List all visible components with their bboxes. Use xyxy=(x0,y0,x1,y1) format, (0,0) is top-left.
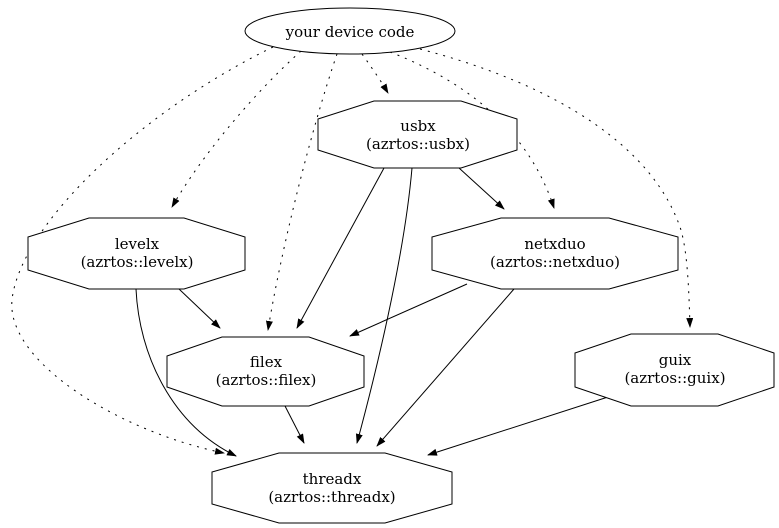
netxduo-octagon xyxy=(431,217,679,290)
node-levelx: levelx (azrtos::levelx) xyxy=(27,217,246,290)
edge-filex-threadx xyxy=(284,405,305,444)
nodes: your device code usbx (azrtos::usbx) lev… xyxy=(27,7,775,524)
threadx-sublabel: (azrtos::threadx) xyxy=(268,488,395,506)
edge-netxduo-filex xyxy=(349,283,468,337)
usbx-octagon xyxy=(317,100,518,169)
edge-usbx-threadx xyxy=(355,167,413,444)
your-device-code-label: your device code xyxy=(285,23,415,41)
usbx-sublabel: (azrtos::usbx) xyxy=(366,135,470,153)
edge-netxduo-threadx xyxy=(376,288,515,447)
node-threadx: threadx (azrtos::threadx) xyxy=(211,452,453,524)
node-guix: guix (azrtos::guix) xyxy=(574,333,775,407)
edge-your-device-code-guix xyxy=(419,48,694,328)
threadx-label: threadx xyxy=(303,470,362,488)
usbx-label: usbx xyxy=(400,117,436,135)
guix-label: guix xyxy=(659,351,692,369)
node-filex: filex (azrtos::filex) xyxy=(166,336,365,407)
node-your-device-code: your device code xyxy=(244,7,456,55)
node-usbx: usbx (azrtos::usbx) xyxy=(317,100,518,169)
netxduo-label: netxduo xyxy=(524,235,585,253)
node-netxduo: netxduo (azrtos::netxduo) xyxy=(431,217,679,290)
edge-levelx-filex xyxy=(178,288,221,329)
edge-usbx-filex xyxy=(296,167,385,329)
filex-octagon xyxy=(166,336,365,407)
guix-sublabel: (azrtos::guix) xyxy=(624,369,725,387)
filex-sublabel: (azrtos::filex) xyxy=(216,371,317,389)
levelx-sublabel: (azrtos::levelx) xyxy=(81,253,194,271)
edges xyxy=(11,46,694,457)
edge-your-device-code-levelx xyxy=(171,50,302,208)
edge-your-device-code-usbx xyxy=(361,53,389,94)
levelx-octagon xyxy=(27,217,246,290)
your-device-code-ellipse xyxy=(244,7,456,55)
threadx-octagon xyxy=(211,452,453,524)
edge-guix-threadx xyxy=(427,396,609,456)
filex-label: filex xyxy=(250,353,283,371)
edge-levelx-threadx xyxy=(135,288,237,457)
edge-your-device-code-filex xyxy=(265,53,338,331)
guix-octagon xyxy=(574,333,775,407)
levelx-label: levelx xyxy=(115,235,160,253)
edge-usbx-netxduo xyxy=(458,167,505,210)
netxduo-sublabel: (azrtos::netxduo) xyxy=(490,253,620,271)
